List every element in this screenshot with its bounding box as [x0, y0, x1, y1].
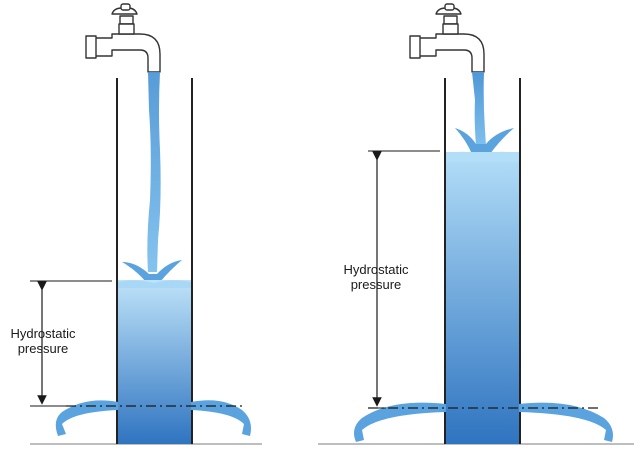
left-apparatus — [30, 3, 262, 445]
left-outlet-jet-left — [55, 400, 118, 436]
right-water-column — [446, 152, 519, 444]
right-splash — [455, 128, 514, 154]
right-outlet-jet-left — [354, 402, 446, 442]
left-label-line1: Hydrostatic — [10, 326, 76, 341]
left-label-line2: pressure — [17, 341, 69, 356]
right-outlet-jet-right — [519, 402, 613, 442]
right-water-stream — [472, 72, 486, 146]
left-faucet-icon — [85, 3, 161, 73]
right-label-line2: pressure — [350, 277, 402, 292]
left-water-stream — [147, 72, 161, 272]
right-label-line1: Hydrostatic — [343, 262, 409, 277]
right-faucet-icon — [409, 3, 485, 73]
left-splash — [122, 260, 182, 282]
right-hydrostatic-label: Hydrostatic pressure — [326, 262, 426, 292]
right-apparatus — [318, 3, 634, 445]
left-water-column — [118, 280, 191, 444]
left-hydrostatic-label: Hydrostatic pressure — [0, 326, 86, 356]
left-outlet-jet-right — [191, 400, 251, 436]
